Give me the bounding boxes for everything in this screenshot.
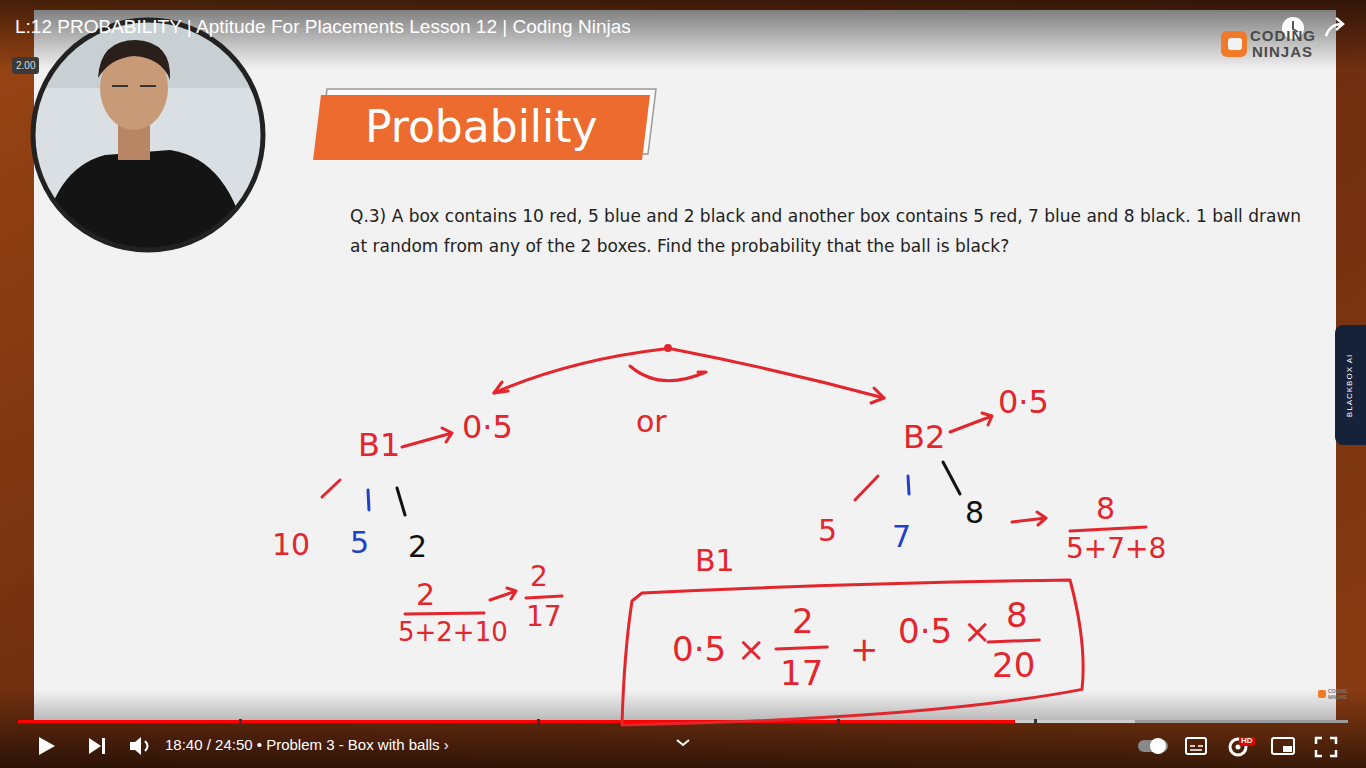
probability-value: 0·5: [462, 410, 513, 445]
fraction-numerator: 2: [530, 562, 548, 593]
ball-count: 2: [408, 530, 427, 563]
tree-drawing: [322, 344, 1146, 614]
probability-value: 0·5: [998, 385, 1049, 420]
formula-box: 0·5 × 2 17 +0·5 × 8 20: [630, 583, 1085, 723]
formula-term: 0·5 ×: [898, 613, 991, 650]
ball-count: 5: [350, 526, 369, 559]
sidebar-text: BLACKBOX AI: [1346, 353, 1355, 416]
webcam: [30, 18, 270, 260]
title-banner: Probability: [313, 95, 650, 160]
fraction-denominator: 5+2+10: [398, 618, 508, 647]
formula-term: 2: [792, 603, 814, 640]
logo-mark: [1221, 31, 1247, 57]
or-note: or: [636, 405, 667, 438]
ball-count: 8: [965, 496, 984, 529]
logo-text: NINJAS: [1252, 44, 1313, 61]
formula-term: 0·5 ×: [672, 631, 765, 668]
timestamp: 18:40 / 24:50 • Problem 3 - Box with bal…: [165, 737, 449, 754]
formula-term: 17: [780, 655, 823, 692]
formula-term: +: [850, 631, 879, 668]
fraction-bar: [776, 647, 827, 649]
box-label: B1: [358, 428, 400, 463]
hand-drawn-box: [622, 580, 1083, 725]
formula-term: 20: [992, 647, 1035, 684]
banner-title: Probability: [365, 103, 598, 151]
ball-count: 5: [818, 514, 837, 547]
ball-count: 7: [892, 520, 911, 553]
box-label: B1: [695, 544, 735, 577]
ball-count: 10: [272, 528, 310, 561]
fraction-denominator: 5+7+8: [1066, 534, 1166, 565]
logo-text-small: CODING NINJAS: [1328, 689, 1352, 700]
hd-badge: HD: [1239, 737, 1255, 746]
formula-term: 8: [1006, 597, 1028, 634]
speed-badge: 2.00: [12, 57, 39, 74]
question-text: Q.3) A box contains 10 red, 5 blue and 2…: [350, 201, 1315, 261]
fraction-bar: [988, 640, 1039, 642]
banner-fill: [313, 95, 650, 160]
logo-text: CODING: [1250, 28, 1316, 45]
fraction-numerator: 8: [1096, 492, 1115, 525]
bottom-shade: [0, 690, 1366, 768]
logo-mark-small: [1318, 690, 1326, 698]
video-title: L:12 PROBABILITY | Aptitude For Placemen…: [15, 17, 631, 38]
sidebar-tab: [1335, 325, 1366, 445]
fraction-numerator: 2: [416, 578, 435, 611]
fraction-denominator: 17: [526, 602, 562, 633]
box-label: B2: [903, 420, 945, 455]
